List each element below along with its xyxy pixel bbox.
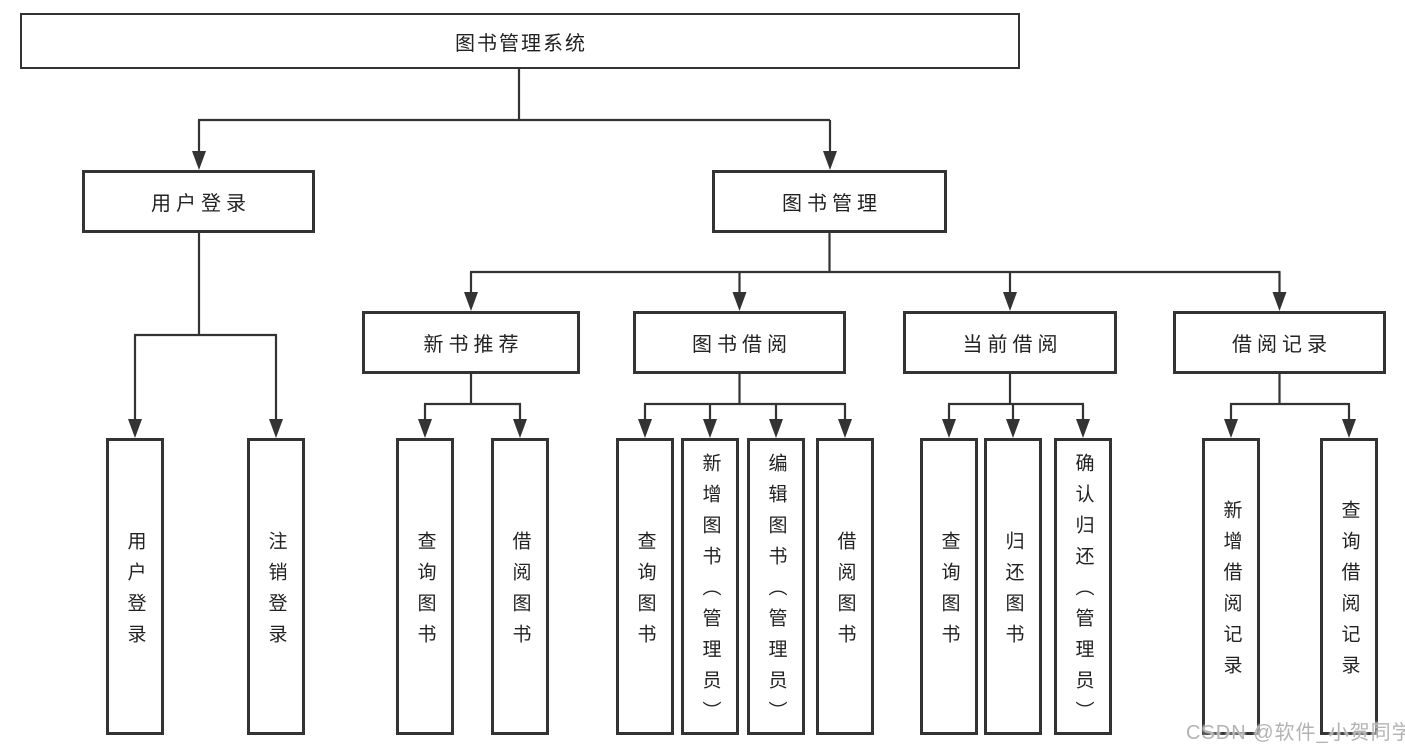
arrowheads-level3 bbox=[464, 292, 1287, 311]
connector-user-login-children bbox=[133, 233, 278, 420]
leaf-bb-edit-books-admin-label: 编辑图书（管理员） bbox=[765, 453, 787, 732]
arrowheads-new-book-recommend-children bbox=[418, 419, 527, 438]
node-borrow-records: 借阅记录 bbox=[1173, 311, 1386, 374]
leaf-cb-query-books-label: 查询图书 bbox=[938, 530, 960, 655]
node-root-label: 图书管理系统 bbox=[455, 32, 587, 55]
leaf-bb-query-books: 查询图书 bbox=[616, 438, 674, 735]
leaf-bb-add-books-admin-label: 新增图书（管理员） bbox=[699, 453, 721, 732]
connector-book-borrow-children bbox=[643, 374, 847, 420]
csdn-watermark: CSDN @软件_小贺同学 bbox=[1186, 722, 1405, 744]
leaf-cb-query-books: 查询图书 bbox=[920, 438, 978, 735]
leaf-logout: 注销登录 bbox=[247, 438, 305, 735]
leaf-bb-add-books-admin: 新增图书（管理员） bbox=[681, 438, 739, 735]
node-user-login: 用户登录 bbox=[82, 170, 315, 233]
arrowheads-borrow-records-children bbox=[1224, 419, 1356, 438]
arrowheads-book-borrow-children bbox=[638, 419, 852, 438]
node-user-login-label: 用户登录 bbox=[151, 193, 251, 215]
node-book-management-label: 图书管理 bbox=[782, 193, 882, 215]
leaf-cb-return-books-label: 归还图书 bbox=[1002, 530, 1024, 655]
leaf-cb-return-books: 归还图书 bbox=[984, 438, 1042, 735]
leaf-br-query-record: 查询借阅记录 bbox=[1320, 438, 1378, 735]
leaf-cb-confirm-return-admin-label: 确认归还（管理员） bbox=[1072, 453, 1094, 732]
leaf-bb-query-books-label: 查询图书 bbox=[634, 530, 656, 655]
leaf-user-login: 用户登录 bbox=[106, 438, 164, 735]
arrowheads-level2 bbox=[192, 151, 837, 170]
connector-root-to-level2 bbox=[197, 69, 832, 152]
node-book-borrow: 图书借阅 bbox=[633, 311, 846, 374]
leaf-cb-confirm-return-admin: 确认归还（管理员） bbox=[1054, 438, 1112, 735]
leaf-bb-edit-books-admin: 编辑图书（管理员） bbox=[747, 438, 805, 735]
node-new-book-recommend-label: 新书推荐 bbox=[423, 334, 524, 356]
connector-current-borrow-children bbox=[947, 374, 1085, 420]
leaf-br-add-record: 新增借阅记录 bbox=[1202, 438, 1260, 735]
node-current-borrow-label: 当前借阅 bbox=[962, 334, 1063, 356]
connector-new-book-recommend-children bbox=[423, 374, 522, 420]
arrowheads-current-borrow-children bbox=[942, 419, 1090, 438]
leaf-nbr-borrow-books: 借阅图书 bbox=[491, 438, 549, 735]
leaf-logout-label: 注销登录 bbox=[265, 530, 287, 655]
leaf-nbr-query-books: 查询图书 bbox=[396, 438, 454, 735]
leaf-bb-borrow-books-label: 借阅图书 bbox=[834, 530, 856, 655]
connector-book-management-children bbox=[469, 233, 1281, 293]
connector-borrow-records-children bbox=[1229, 374, 1351, 420]
node-new-book-recommend: 新书推荐 bbox=[362, 311, 580, 374]
leaf-user-login-label: 用户登录 bbox=[124, 530, 146, 655]
node-book-borrow-label: 图书借阅 bbox=[692, 334, 792, 356]
node-borrow-records-label: 借阅记录 bbox=[1232, 334, 1332, 356]
leaf-nbr-query-books-label: 查询图书 bbox=[414, 530, 436, 655]
node-book-management: 图书管理 bbox=[712, 170, 947, 233]
leaf-br-query-record-label: 查询借阅记录 bbox=[1338, 499, 1360, 686]
arrowheads-user-login-children bbox=[128, 419, 283, 438]
node-root: 图书管理系统 bbox=[20, 13, 1020, 69]
leaf-br-add-record-label: 新增借阅记录 bbox=[1220, 499, 1242, 686]
node-current-borrow: 当前借阅 bbox=[903, 311, 1117, 374]
leaf-bb-borrow-books: 借阅图书 bbox=[816, 438, 874, 735]
leaf-nbr-borrow-books-label: 借阅图书 bbox=[509, 530, 531, 655]
